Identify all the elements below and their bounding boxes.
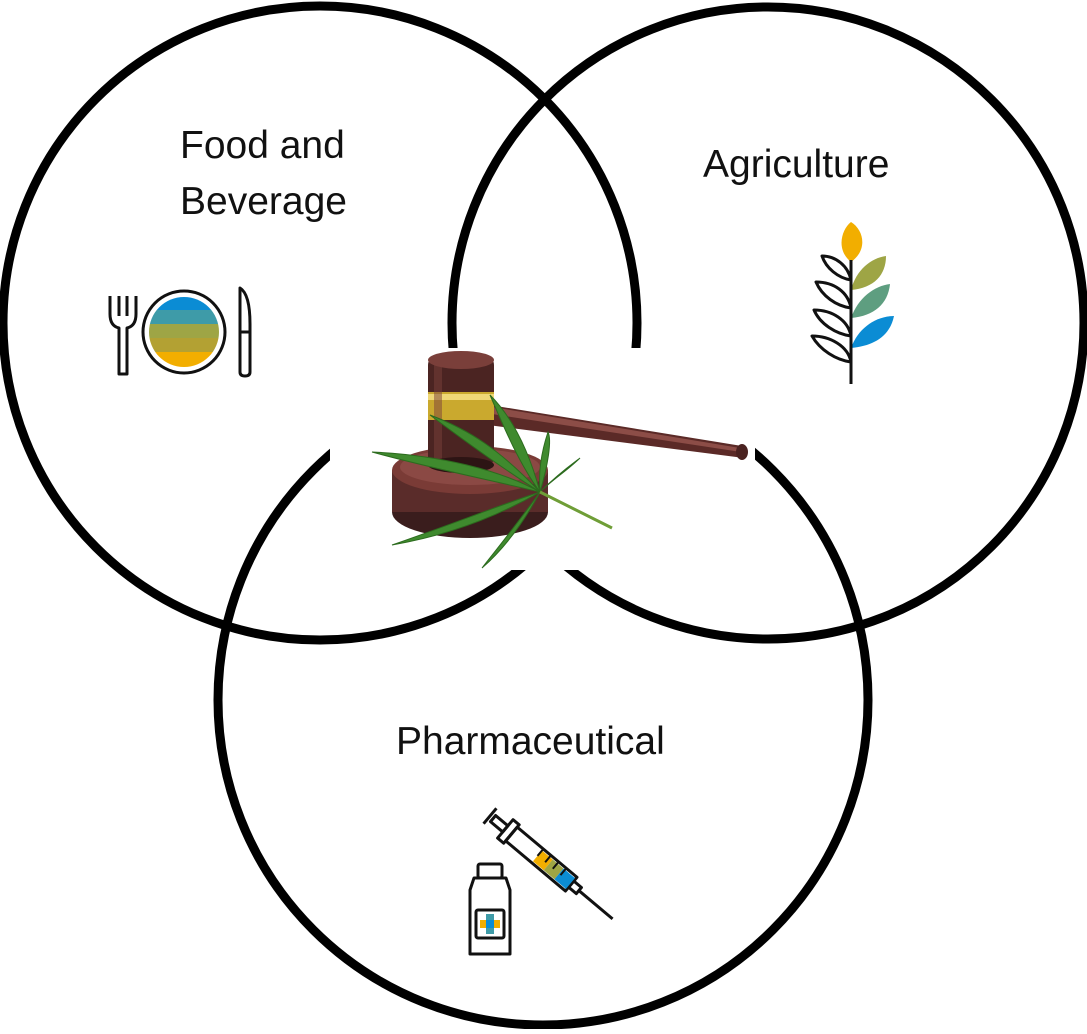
vial-syringe-icon <box>468 807 614 956</box>
agriculture-circle <box>447 2 1087 644</box>
food-label-line-2: Beverage <box>180 180 347 223</box>
food-beverage-label: Food and Beverage <box>180 118 347 230</box>
agriculture-label: Agriculture <box>703 143 890 186</box>
gavel-cannabis-leaf-picture <box>371 351 748 569</box>
food-beverage-circle <box>0 1 642 645</box>
wheat-leaf-icon <box>810 222 894 384</box>
food-label-line-1: Food and <box>180 124 345 167</box>
fork-plate-knife-icon <box>108 286 252 378</box>
pharmaceutical-label: Pharmaceutical <box>396 720 665 763</box>
